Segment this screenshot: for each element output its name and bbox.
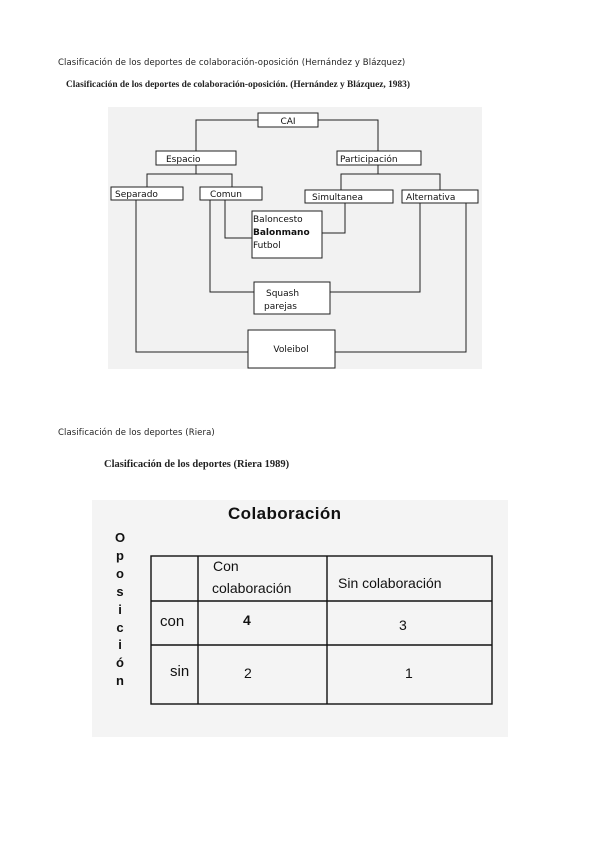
connector-espacio-comun — [196, 173, 233, 187]
group-sport-futbol: Futbol — [253, 241, 281, 251]
node-separado-label: Separado — [115, 190, 158, 200]
connector-cai-participacion — [318, 119, 379, 151]
node-alternativa-box — [401, 189, 479, 204]
side-letter: c — [116, 619, 124, 635]
node-squash-line1: Squash — [266, 289, 299, 299]
side-letter: p — [116, 547, 124, 563]
node-participacion-label: Participación — [340, 154, 398, 165]
group-sport-baloncesto: Baloncesto — [253, 215, 303, 225]
row-label-sin: sin — [170, 663, 190, 680]
connector-espacio-separado — [146, 165, 197, 187]
connector-participacion-alternativa — [378, 173, 441, 190]
table-header-colaboracion: Colaboración — [228, 504, 342, 523]
row-label-con: con — [160, 613, 185, 630]
connector-alternativa-squash — [330, 203, 421, 293]
cell-sin-con: 2 — [244, 665, 252, 681]
connector-separado-voleibol — [135, 200, 248, 353]
node-cai-label: CAI — [280, 117, 295, 127]
connector-comun-group — [224, 200, 252, 239]
scan-title-hernandez-blazquez: Clasificación de los deportes de colabor… — [66, 80, 410, 90]
node-simultanea-label: Simultanea — [312, 193, 363, 203]
col-header-sin: Sin colaboración — [338, 575, 442, 591]
connector-alternativa-voleibol — [335, 203, 467, 353]
cell-sin-sin: 1 — [405, 665, 413, 681]
side-letter: s — [116, 583, 124, 599]
side-letter: ó — [116, 655, 124, 671]
side-letter: i — [118, 637, 122, 653]
node-participacion-box — [336, 150, 422, 166]
side-letter: i — [118, 601, 122, 617]
node-alternativa-label: Alternativa — [406, 193, 455, 203]
connector-simultanea-group — [322, 203, 346, 234]
node-espacio-label: Espacio — [166, 155, 201, 165]
node-comun-label: Comun — [210, 190, 242, 200]
node-comun-box — [199, 186, 263, 201]
group-sport-balonmano: Balonmano — [253, 228, 310, 238]
caption-hernandez-blazquez: Clasificación de los deportes de colabor… — [58, 58, 406, 68]
table-side-label-oposicion: O p o s i c i ó n — [113, 529, 127, 690]
scan-title-riera: Clasificación de los deportes (Riera 198… — [104, 459, 290, 470]
cell-con-sin: 3 — [399, 617, 407, 633]
node-cai-box — [257, 112, 319, 128]
node-voleibol-label: Voleibol — [273, 345, 308, 355]
cell-con-con: 4 — [243, 612, 251, 628]
node-simultanea-box — [304, 189, 394, 204]
side-letter: O — [114, 530, 126, 545]
node-squash-line2: parejas — [264, 302, 297, 312]
caption-riera: Clasificación de los deportes (Riera) — [58, 428, 215, 438]
connector-participacion-simultanea — [340, 165, 379, 190]
node-espacio-box — [155, 150, 237, 166]
node-voleibol-box — [247, 329, 336, 369]
connector-cai-espacio — [195, 119, 258, 151]
node-group-sports-box — [251, 210, 323, 259]
table-outer-border — [150, 555, 493, 705]
col-header-con-line1: Con — [213, 558, 239, 574]
riera-table-image — [92, 500, 508, 737]
node-squash-box — [253, 281, 331, 315]
col-header-con-line2: colaboración — [212, 580, 292, 596]
connector-comun-squash — [209, 200, 254, 293]
side-letter: n — [116, 673, 124, 689]
node-separado-box — [110, 186, 184, 201]
side-letter: o — [116, 565, 124, 581]
